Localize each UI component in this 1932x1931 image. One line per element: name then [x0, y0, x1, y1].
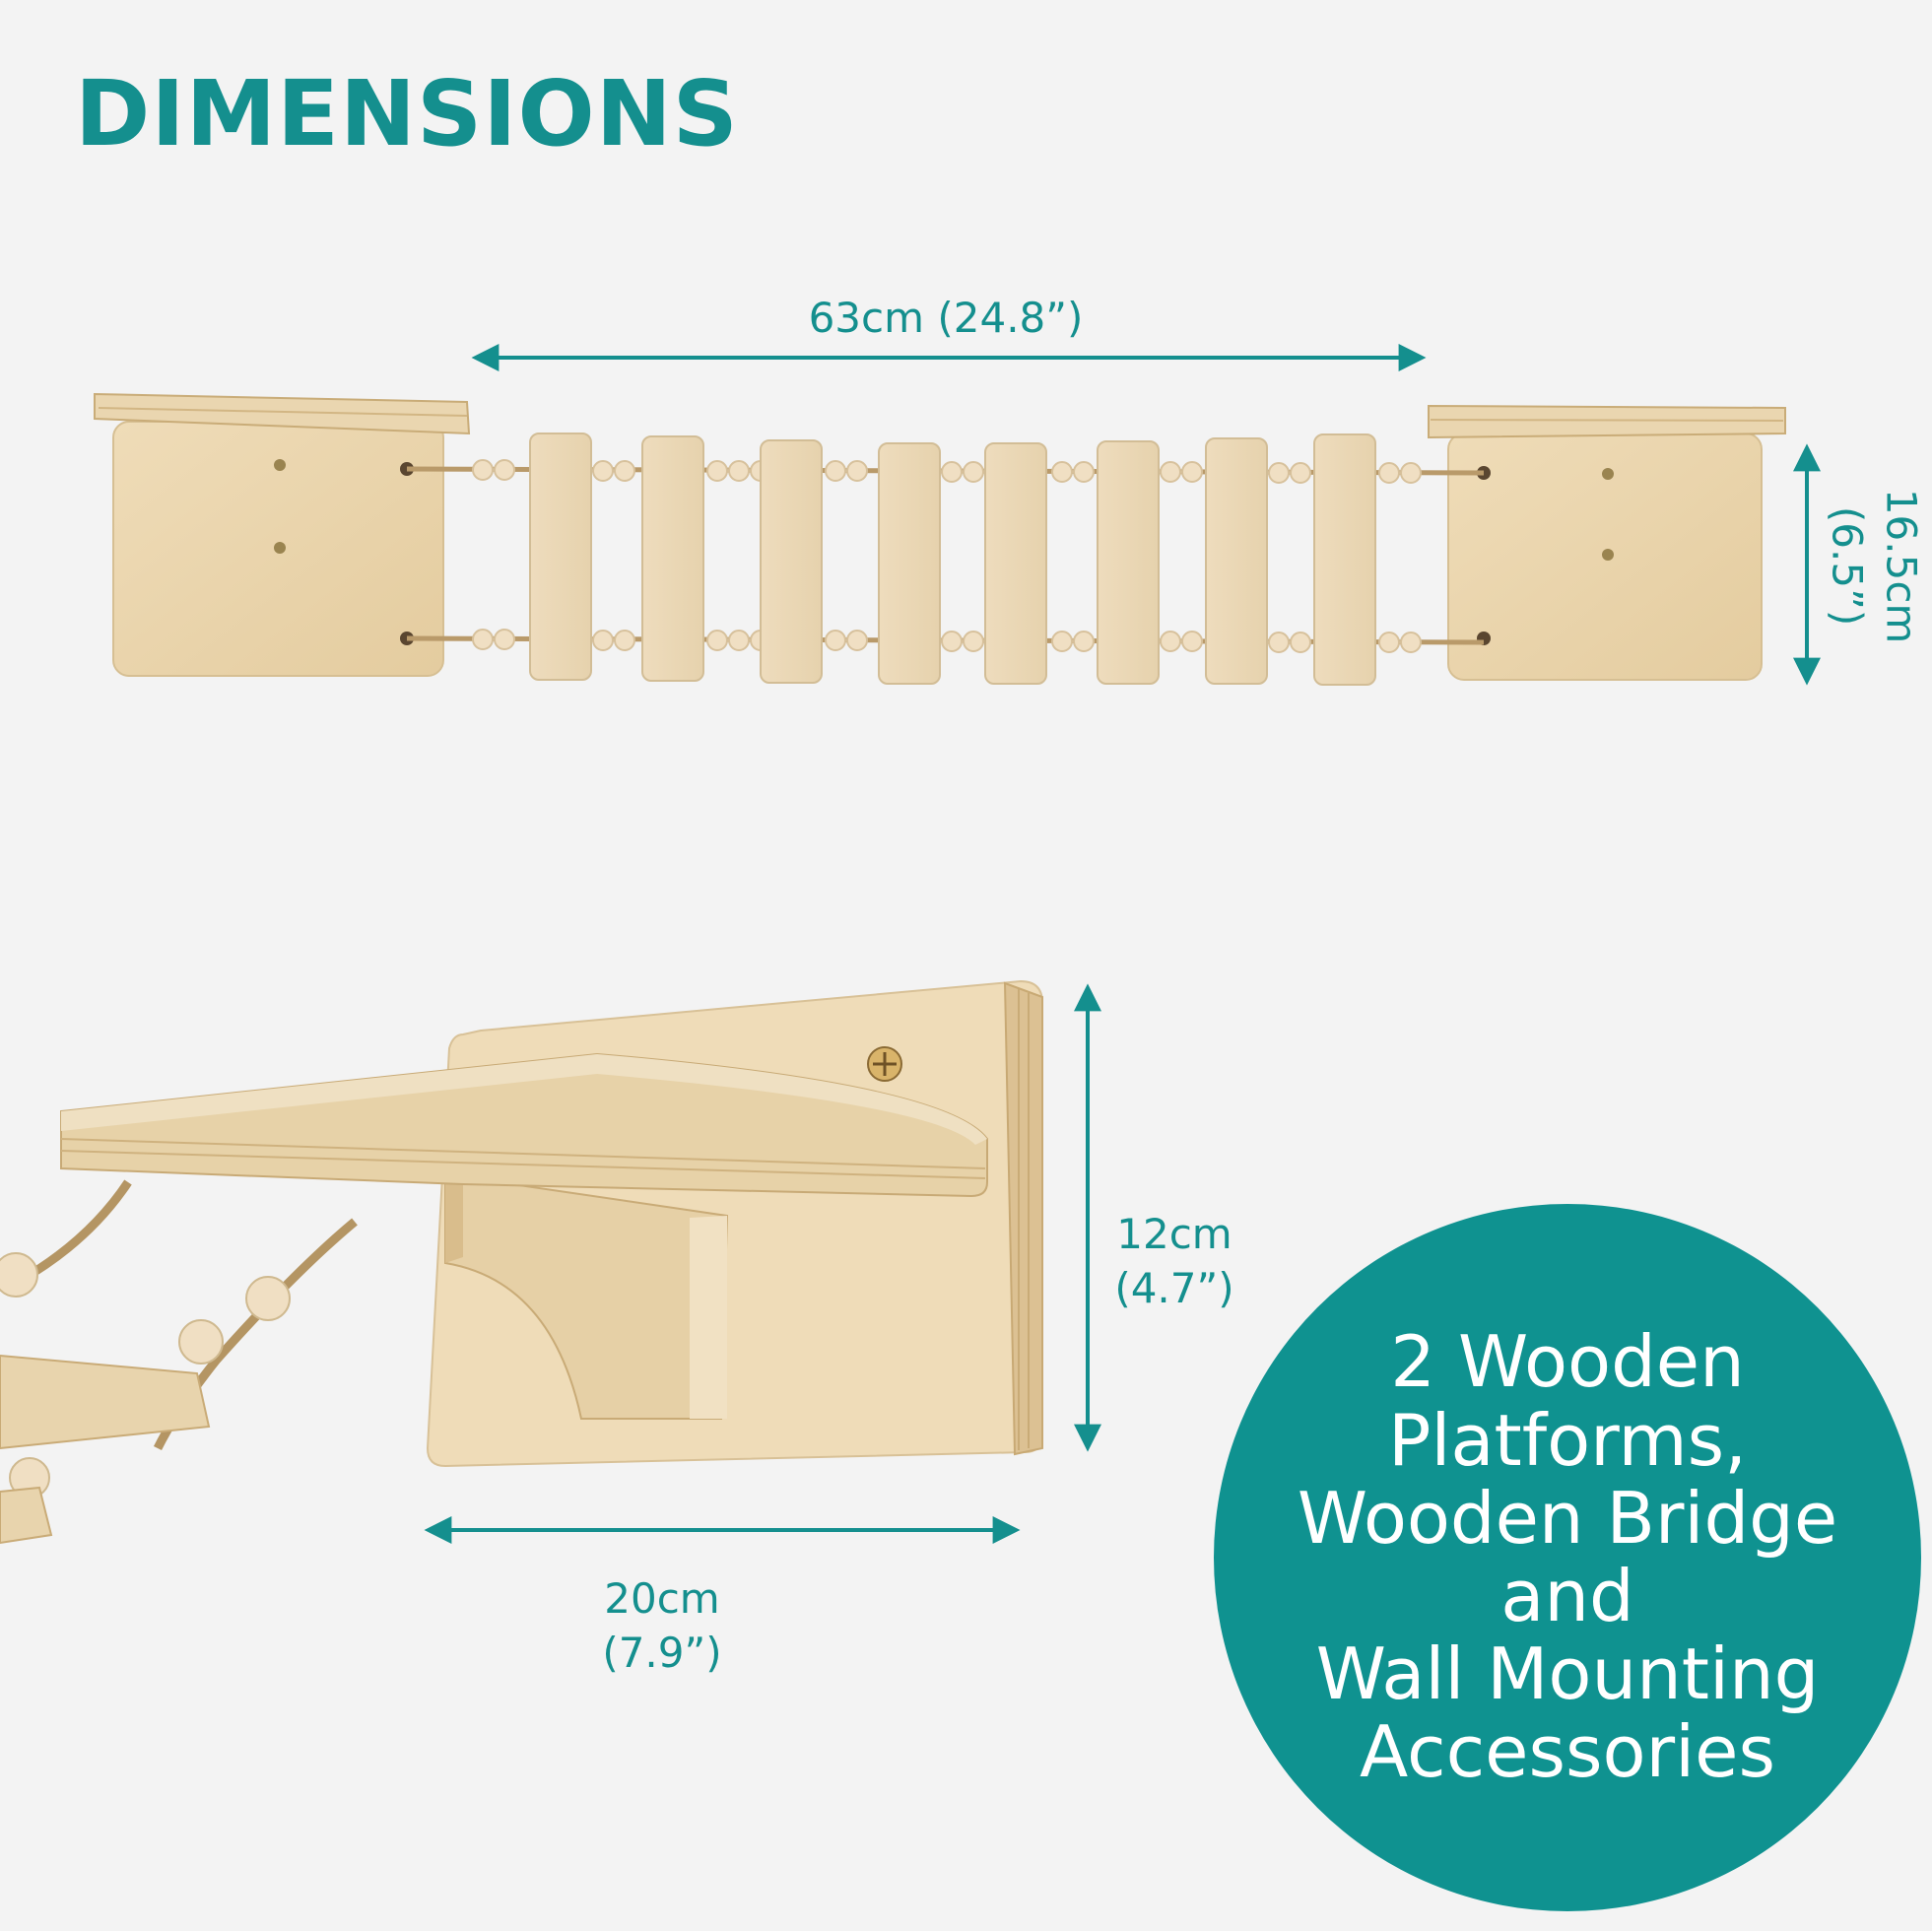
page-title: DIMENSIONS — [75, 61, 739, 166]
bridge-beads — [472, 459, 1422, 653]
bridge-planks — [529, 433, 1376, 686]
bridge-height-label: 16.5cm (6.5”) — [1824, 488, 1926, 644]
left-platform — [94, 392, 471, 677]
platform-height-label: 12cm (4.7”) — [1114, 1210, 1234, 1312]
bridge-top-view — [94, 392, 1786, 686]
platform-width-label: 20cm (7.9”) — [602, 1574, 722, 1677]
right-platform — [1428, 404, 1786, 681]
platform-closeup — [0, 979, 1043, 1545]
contents-badge-text: 2 Wooden Platforms, Wooden Bridge and Wa… — [1297, 1320, 1838, 1794]
bridge-length-label: 63cm (24.8”) — [808, 294, 1084, 342]
contents-badge: 2 Wooden Platforms, Wooden Bridge and Wa… — [1214, 1204, 1921, 1911]
